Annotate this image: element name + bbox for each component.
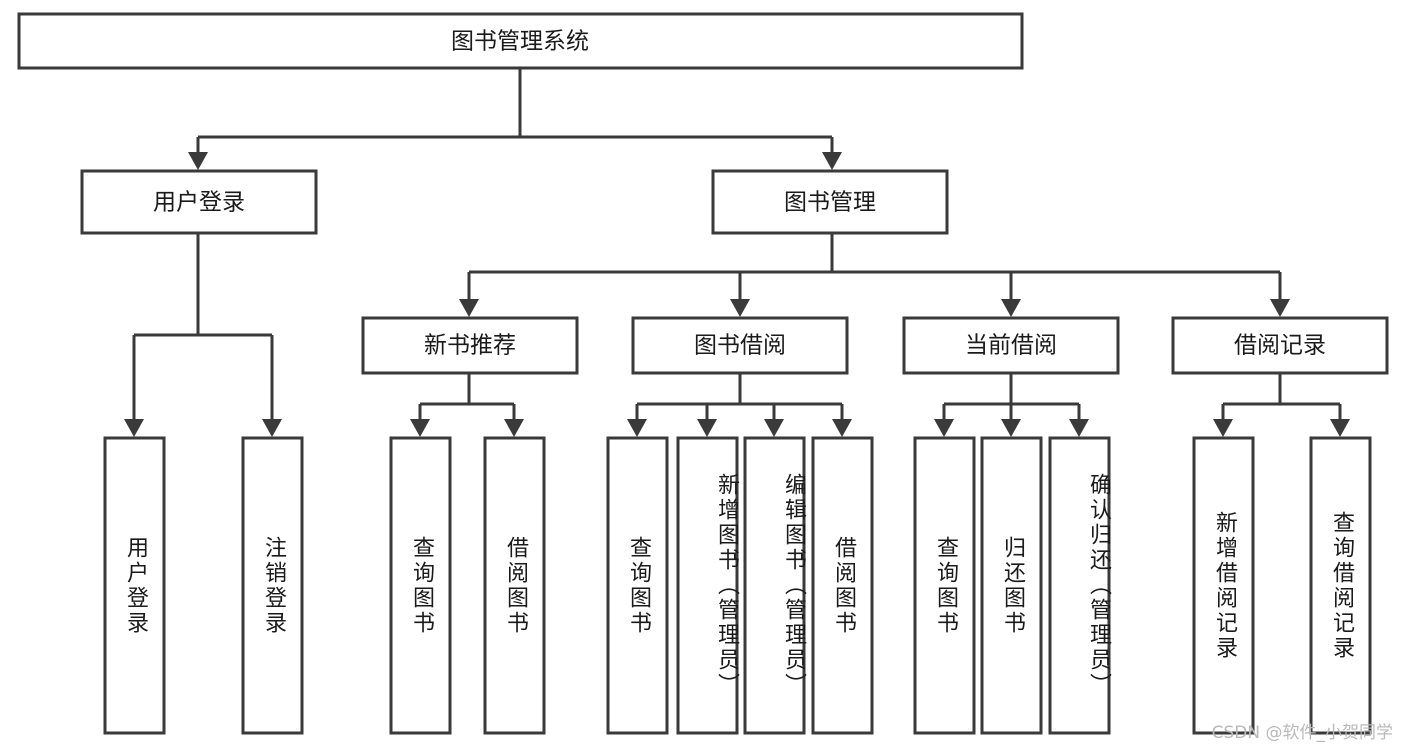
csdn-watermark: CSDN @软件_小贺同学 (1211, 723, 1393, 743)
arrow-icon (188, 152, 208, 170)
node-root[interactable]: 图书管理系统 (17, 12, 1024, 70)
leaf-box-query-book-3[interactable] (913, 436, 976, 735)
arrow-icon (504, 419, 524, 437)
node-user-login-box[interactable] (80, 169, 318, 235)
arrow-icon (832, 419, 852, 437)
node-book-borrow-label: 图书借阅 (694, 333, 786, 359)
leaf-box-query-record[interactable] (1309, 436, 1372, 735)
leaf-label-add-book: 新增图书（管理员） (714, 473, 739, 698)
arrow-icon (459, 299, 479, 317)
node-current-borrow-label: 当前借阅 (965, 333, 1057, 359)
arrow-icon (1330, 419, 1350, 437)
node-borrow-record-label: 借阅记录 (1234, 333, 1326, 359)
arrow-icon (124, 419, 144, 437)
arrow-icon (730, 299, 750, 317)
arrow-icon (822, 152, 842, 170)
leaf-box-edit-book[interactable] (743, 436, 806, 735)
node-user-login[interactable]: 用户登录 (80, 169, 318, 235)
leaf-label-user-login: 用户登录 (122, 535, 148, 636)
leaf-box-borrow-book-1[interactable] (483, 436, 546, 735)
node-new-book-recommend-label: 新书推荐 (424, 333, 516, 359)
leaf-box-return-book[interactable] (980, 436, 1043, 735)
arrow-icon (410, 419, 430, 437)
arrow-icon (262, 419, 282, 437)
node-book-borrow-box[interactable] (631, 316, 849, 375)
leaf-label-add-record: 新增借阅记录 (1211, 510, 1237, 661)
node-current-borrow[interactable]: 当前借阅 (902, 316, 1120, 375)
leaf-box-query-book-1[interactable] (389, 436, 452, 735)
arrow-icon (764, 419, 784, 437)
arrow-icon (697, 419, 717, 437)
node-user-login-label: 用户登录 (153, 190, 245, 216)
node-book-borrow[interactable]: 图书借阅 (631, 316, 849, 375)
leaf-box-query-book-2[interactable] (606, 436, 669, 735)
leaf-label-query-book-1: 查询图书 (408, 535, 434, 636)
leaf-box-borrow-book-2[interactable] (811, 436, 874, 735)
leaf-label-borrow-book-1: 借阅图书 (502, 535, 528, 636)
leaf-label-query-book-3: 查询图书 (932, 535, 958, 636)
node-book-management[interactable]: 图书管理 (711, 169, 949, 235)
leaf-label-query-record: 查询借阅记录 (1328, 510, 1354, 661)
arrow-icon (627, 419, 647, 437)
leaf-label-query-book-2: 查询图书 (625, 535, 651, 636)
node-layer: 图书管理系统 用户登录 图书管理 新书推荐 图书借阅 当前 (17, 12, 1389, 735)
leaf-box-add-book[interactable] (676, 436, 739, 735)
node-book-management-box[interactable] (711, 169, 949, 235)
arrow-icon (1213, 419, 1233, 437)
arrow-icon (1001, 299, 1021, 317)
node-root-label: 图书管理系统 (451, 29, 589, 55)
arrow-icon (1001, 419, 1021, 437)
connector-layer (124, 68, 1350, 437)
leaf-label-borrow-book-2: 借阅图书 (830, 535, 856, 636)
node-borrow-record-box[interactable] (1171, 316, 1389, 375)
node-borrow-record[interactable]: 借阅记录 (1171, 316, 1389, 375)
node-root-box[interactable] (17, 12, 1024, 70)
leaf-label-confirm-return: 确认归还（管理员） (1086, 473, 1111, 698)
leaf-label-edit-book: 编辑图书（管理员） (781, 473, 806, 698)
leaf-label-return-book: 归还图书 (999, 535, 1025, 636)
leaf-box-user-login[interactable] (103, 436, 166, 735)
arrow-icon (934, 419, 954, 437)
node-new-book-recommend[interactable]: 新书推荐 (361, 316, 579, 375)
node-current-borrow-box[interactable] (902, 316, 1120, 375)
node-book-management-label: 图书管理 (784, 190, 876, 216)
node-new-book-recommend-box[interactable] (361, 316, 579, 375)
arrow-icon (1069, 419, 1089, 437)
leaf-box-add-record[interactable] (1192, 436, 1255, 735)
leaf-box-logout-login[interactable] (241, 436, 304, 735)
leaf-label-logout-login: 注销登录 (260, 535, 286, 636)
arrow-icon (1270, 299, 1290, 317)
leaf-box-confirm-return[interactable] (1048, 436, 1111, 735)
